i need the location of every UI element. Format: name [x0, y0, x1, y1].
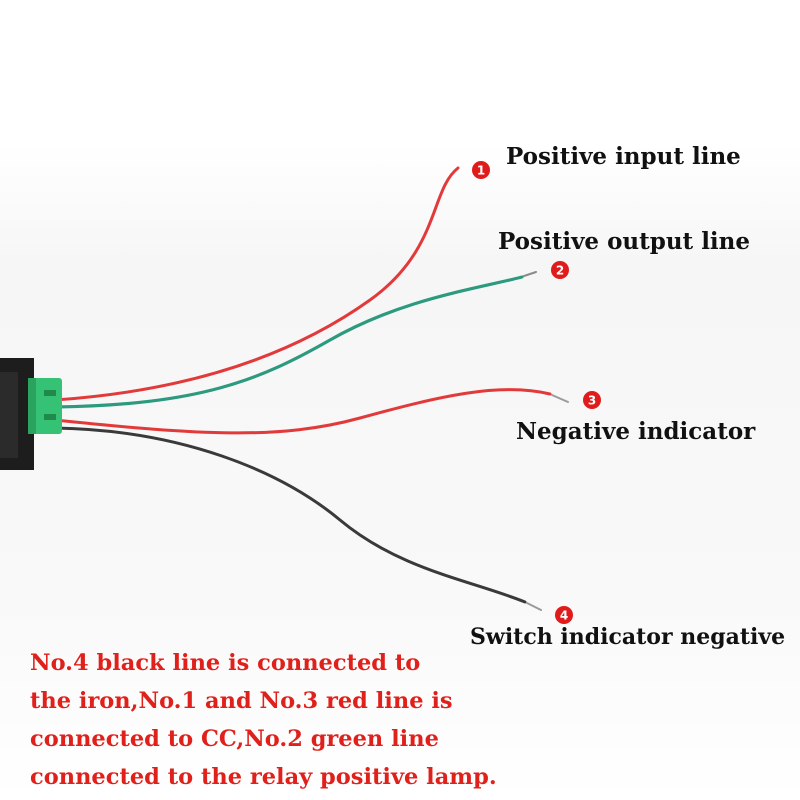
wire-4-black [53, 426, 527, 604]
badge-2-number: 2 [556, 264, 564, 278]
wire-4-black-tip [526, 602, 542, 611]
wiring-note: No.4 black line is connected to the iron… [30, 644, 550, 796]
green-connector-slot [44, 390, 56, 396]
green-connector-slot [44, 414, 56, 420]
wiring-note-line: connected to the relay positive lamp. [30, 764, 497, 790]
wiring-note-line: No.4 black line is connected to [30, 650, 421, 676]
wire-1-red [53, 166, 460, 402]
green-connector-shade [28, 378, 36, 434]
badge-1: 1 [472, 161, 490, 179]
label-positive-input-line: Positive input line [506, 143, 741, 170]
photo-background [0, 145, 800, 800]
badge-3-number: 3 [588, 394, 596, 408]
badge-4: 4 [555, 606, 573, 624]
switch-housing-face [0, 372, 18, 458]
wire-3-red-tip [551, 394, 569, 403]
label-positive-output-line: Positive output line [498, 228, 751, 255]
wiring-note-line: connected to CC,No.2 green line [30, 726, 439, 752]
wire-2-green [53, 275, 524, 409]
badge-4-number: 4 [560, 609, 568, 623]
wire-3-red [53, 388, 552, 435]
badge-2: 2 [551, 261, 569, 279]
label-switch-indicator-negative: Switch indicator negative [470, 624, 786, 650]
label-negative-indicator: Negative indicator [516, 418, 756, 445]
badge-3: 3 [583, 391, 601, 409]
badge-1-number: 1 [477, 164, 485, 178]
wiring-note-line: the iron,No.1 and No.3 red line is [30, 688, 453, 714]
wire-2-green-tip [523, 271, 537, 277]
